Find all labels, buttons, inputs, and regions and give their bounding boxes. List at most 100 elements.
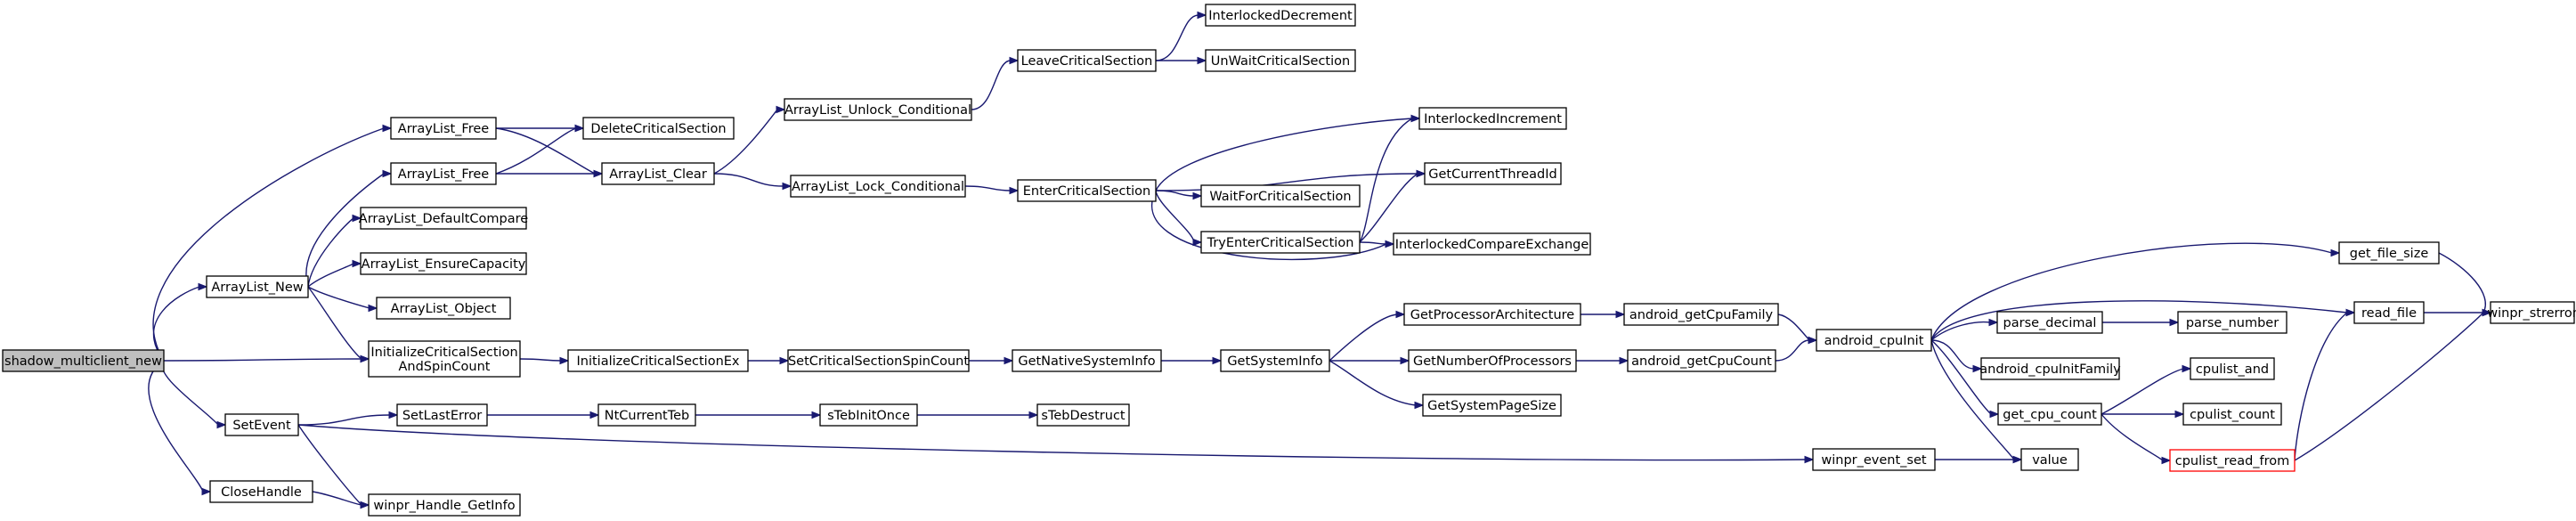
arrowhead (1410, 114, 1421, 123)
node-label: AndSpinCount (398, 360, 490, 374)
node-label: sTebDestruct (1041, 409, 1125, 423)
function-node[interactable]: SetEvent (224, 413, 299, 436)
call-edge (307, 286, 370, 309)
node-label: GetNativeSystemInfo (1018, 354, 1155, 369)
function-node[interactable]: EnterCriticalSection (1017, 179, 1157, 202)
function-node[interactable]: SetCriticalSectionSpinCount (787, 349, 970, 372)
function-node[interactable]: ArrayList_New (206, 275, 309, 298)
node-label: ArrayList_Clear (609, 167, 707, 182)
function-node[interactable]: ArrayList_Object (376, 297, 511, 320)
function-node[interactable]: GetNumberOfProcessors (1408, 349, 1577, 372)
node-box (376, 297, 511, 320)
function-node[interactable]: ArrayList_Unlock_Conditional (784, 98, 972, 121)
node-label: EnterCriticalSection (1023, 184, 1151, 199)
node-label: GetSystemInfo (1227, 354, 1322, 369)
function-node[interactable]: ArrayList_Free (390, 162, 497, 185)
function-node[interactable]: sTebInitOnce (819, 403, 918, 427)
function-node[interactable]: android_getCpuCount (1627, 349, 1776, 372)
function-node[interactable]: android_getCpuFamily (1623, 303, 1779, 326)
call-edge (161, 360, 219, 426)
arrowhead (1804, 455, 1815, 464)
function-node[interactable]: InterlockedCompareExchange (1393, 232, 1591, 256)
function-node[interactable]: android_cpuInit (1816, 329, 1932, 352)
function-node[interactable]: ArrayList_Clear (601, 162, 715, 185)
arrowhead (388, 411, 399, 419)
function-node[interactable]: ArrayList_DefaultCompare (359, 207, 528, 230)
node-box (567, 349, 749, 372)
function-node[interactable]: CloseHandle (209, 480, 313, 503)
arrowhead (198, 282, 208, 291)
function-node[interactable]: GetNativeSystemInfo (1012, 349, 1162, 372)
arrowhead (1619, 356, 1629, 365)
arrowhead (559, 356, 570, 365)
function-node[interactable]: get_cpu_count (1997, 403, 2102, 426)
function-node[interactable]: SetLastError (396, 403, 488, 427)
node-box (1408, 349, 1577, 372)
node-box (390, 162, 497, 185)
node-box (1017, 179, 1157, 202)
function-node[interactable]: GetSystemPageSize (1422, 394, 1562, 417)
node-box (1205, 49, 1356, 72)
arrowhead (1385, 240, 1395, 248)
node-box (1623, 303, 1779, 326)
function-node[interactable]: InterlockedDecrement (1205, 4, 1356, 27)
function-node[interactable]: ArrayList_EnsureCapacity (360, 252, 527, 275)
function-node[interactable]: shadow_multiclient_new (2, 349, 165, 372)
node-box (2190, 357, 2275, 380)
call-edge (1930, 242, 2333, 341)
function-node[interactable]: GetCurrentThreadId (1424, 162, 1562, 185)
node-box (582, 117, 735, 140)
node-box (1036, 403, 1130, 427)
call-edge (1329, 360, 1417, 406)
function-node[interactable]: GetProcessorArchitecture (1403, 303, 1581, 326)
function-node[interactable]: parse_decimal (1996, 311, 2103, 334)
function-node[interactable]: ArrayList_Free (390, 117, 497, 140)
call-edge (495, 127, 577, 175)
function-node[interactable]: winpr_strerror (2487, 301, 2576, 324)
function-node[interactable]: winpr_event_set (1812, 448, 1936, 471)
function-node[interactable]: parse_number (2177, 311, 2288, 334)
call-edge (1151, 190, 1387, 260)
function-node[interactable]: ArrayList_Lock_Conditional (790, 175, 966, 198)
function-node[interactable]: cpulist_count (2182, 403, 2282, 426)
node-box (1220, 349, 1330, 372)
function-node[interactable]: read_file (2353, 301, 2425, 324)
function-node[interactable]: sTebDestruct (1036, 403, 1130, 427)
node-label: android_getCpuFamily (1629, 308, 1774, 322)
function-node[interactable]: UnWaitCriticalSection (1205, 49, 1356, 72)
node-box (1422, 394, 1562, 417)
function-node[interactable]: android_cpuInitFamily (1979, 357, 2121, 380)
function-node[interactable]: value (2020, 448, 2079, 471)
function-node[interactable]: cpulist_and (2190, 357, 2275, 380)
arrowhead (1197, 56, 1207, 65)
function-node[interactable]: InitializeCriticalSectionEx (567, 349, 749, 372)
arrowhead (1989, 410, 2000, 419)
arrowhead (1988, 318, 1999, 327)
node-label: WaitForCriticalSection (1209, 190, 1351, 204)
function-node[interactable]: TryEnterCriticalSection (1200, 231, 1361, 254)
function-node[interactable]: WaitForCriticalSection (1200, 184, 1361, 208)
call-edge (1777, 313, 1810, 341)
node-box (787, 349, 970, 372)
call-edge (2101, 368, 2184, 415)
node-box (2177, 311, 2288, 334)
node-label: ArrayList_EnsureCapacity (362, 257, 526, 272)
node-box (360, 207, 527, 230)
function-node[interactable]: DeleteCriticalSection (582, 117, 735, 140)
function-node[interactable]: get_file_size (2338, 241, 2440, 265)
arrowhead (2482, 308, 2492, 317)
node-box (1812, 448, 1936, 471)
function-node[interactable]: LeaveCriticalSection (1017, 49, 1157, 72)
function-node[interactable]: cpulist_read_from (2169, 449, 2296, 472)
node-box (396, 403, 488, 427)
function-node[interactable]: GetSystemInfo (1220, 349, 1330, 372)
function-node[interactable]: winpr_Handle_GetInfo (368, 493, 521, 517)
function-node[interactable]: NtCurrentTeb (597, 403, 696, 427)
arrowhead (1414, 401, 1425, 410)
arrowhead (2161, 456, 2172, 465)
call-edge (312, 491, 362, 506)
function-node[interactable]: InterlockedIncrement (1418, 107, 1567, 130)
call-edge (1930, 339, 1975, 370)
arrowhead (782, 182, 792, 191)
